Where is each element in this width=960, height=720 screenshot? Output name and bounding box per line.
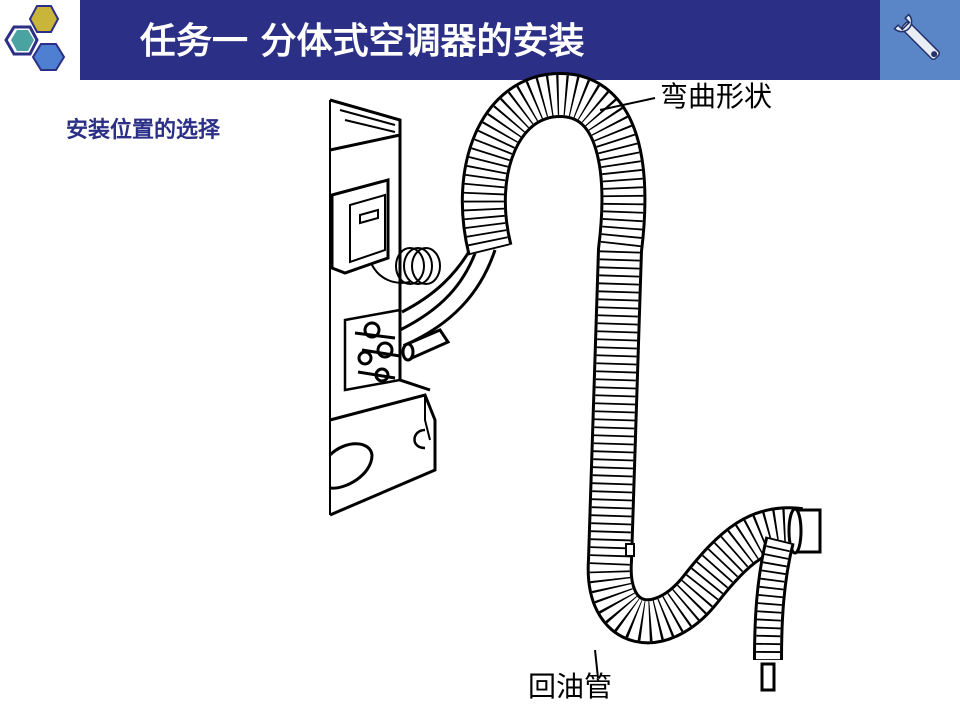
cable-coil	[371, 247, 441, 285]
wrench-icon-shape	[893, 13, 941, 61]
wrench-icon	[886, 6, 954, 74]
label-bend-shape: 弯曲形状	[660, 80, 772, 113]
hexagon-yellow	[28, 5, 60, 33]
indoor-unit	[328, 98, 437, 517]
logo-area	[0, 0, 80, 80]
pipe-fittings	[354, 321, 401, 383]
hexagon-teal	[11, 30, 34, 51]
page-title: 任务一 分体式空调器的安装	[140, 21, 585, 62]
label-oil-return-pipe: 回油管	[528, 670, 612, 703]
drain-hose	[460, 71, 822, 692]
callout-leaders	[594, 97, 656, 679]
section-subtitle: 安装位置的选择	[66, 118, 221, 143]
refrigerant-pipes	[399, 244, 497, 362]
hexagon-blue	[31, 43, 66, 71]
header-bar: 任务一 分体式空调器的安装	[0, 0, 960, 80]
tool-badge	[880, 0, 960, 80]
hexagon-cluster-icon	[4, 5, 66, 71]
